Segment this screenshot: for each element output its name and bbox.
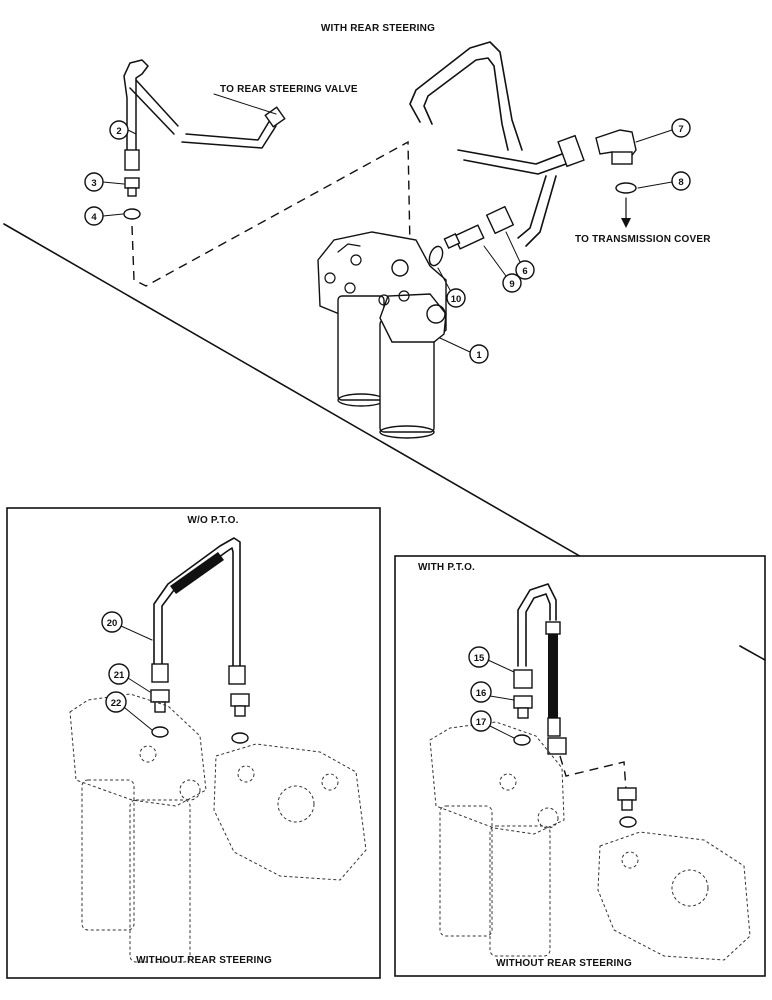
svg-text:22: 22 — [111, 698, 122, 709]
inset-with-pto-footer: WITHOUT REAR STEERING — [496, 958, 632, 969]
callout-20: 20 — [101, 611, 153, 641]
callout-8: 8 — [637, 171, 691, 191]
svg-text:10: 10 — [451, 294, 462, 305]
with-pto-fitting-16 — [513, 695, 533, 719]
inset-wo-pto-footer: WITHOUT REAR STEERING — [136, 955, 272, 966]
label-to-rear-steering-valve: TO REAR STEERING VALVE — [220, 84, 358, 95]
svg-text:15: 15 — [474, 653, 485, 664]
svg-text:8: 8 — [678, 177, 683, 188]
callout-1: 1 — [439, 337, 489, 364]
callout-21: 21 — [108, 663, 151, 693]
wo-pto-fitting-right — [230, 693, 250, 717]
main-heading: WITH REAR STEERING — [321, 23, 435, 34]
tube-6-loop — [409, 41, 585, 247]
tube-nut-2 — [124, 149, 140, 171]
wo-pto-o-ring-22 — [151, 726, 169, 738]
filter-assembly-1 — [317, 231, 447, 439]
svg-text:20: 20 — [107, 618, 118, 629]
tube-nut-6 — [485, 205, 515, 235]
callout-2: 2 — [109, 120, 137, 140]
wo-pto-o-ring-right — [231, 732, 249, 744]
with-pto-fitting-right — [617, 787, 637, 811]
routing-dashed-line — [131, 140, 411, 287]
callout-16: 16 — [470, 681, 515, 703]
svg-text:6: 6 — [522, 266, 527, 277]
tube-to-rear-steering-valve — [123, 59, 286, 153]
callout-6: 6 — [505, 231, 535, 280]
with-pto-hose — [545, 621, 567, 755]
with-pto-o-ring-17 — [513, 734, 531, 746]
inset-wo-pto-title: W/O P.T.O. — [187, 515, 238, 526]
wo-pto-filter-ghost — [69, 693, 207, 963]
o-ring-8 — [615, 182, 637, 194]
svg-text:2: 2 — [116, 126, 121, 137]
inset-wo-pto-frame — [6, 507, 381, 979]
callout-15: 15 — [468, 646, 515, 673]
callout-9: 9 — [483, 245, 522, 293]
wo-pto-tube-20 — [151, 537, 246, 685]
wo-pto-fitting-21 — [150, 689, 170, 713]
callout-3: 3 — [84, 172, 125, 192]
fitting-3 — [124, 177, 140, 197]
callout-17: 17 — [470, 710, 515, 739]
callout-22: 22 — [105, 691, 153, 731]
o-ring-4 — [123, 208, 141, 220]
callout-4: 4 — [84, 206, 124, 226]
inset-divider-tail — [739, 645, 766, 661]
with-pto-valve-ghost — [597, 831, 751, 961]
o-ring-10 — [428, 245, 444, 267]
svg-text:1: 1 — [476, 350, 482, 361]
svg-text:9: 9 — [509, 279, 514, 290]
svg-text:17: 17 — [476, 717, 487, 728]
svg-text:7: 7 — [678, 124, 683, 135]
with-pto-tube-15 — [513, 583, 557, 689]
svg-text:4: 4 — [91, 212, 97, 223]
inset-with-pto-title: WITH P.T.O. — [418, 562, 475, 573]
with-pto-o-ring-right — [619, 816, 637, 828]
wo-pto-valve-ghost — [213, 743, 367, 881]
svg-text:21: 21 — [114, 670, 125, 681]
svg-text:16: 16 — [476, 688, 487, 699]
callout-7: 7 — [635, 118, 691, 143]
leader-rear-steering-valve — [213, 93, 277, 115]
label-to-transmission-cover: TO TRANSMISSION COVER — [575, 234, 711, 245]
callout-10: 10 — [437, 267, 466, 308]
inset-with-pto-frame — [394, 555, 766, 977]
svg-text:3: 3 — [91, 178, 96, 189]
connector-9 — [443, 224, 485, 250]
with-pto-dashed-route — [559, 755, 627, 791]
elbow-fitting-7 — [595, 129, 637, 165]
